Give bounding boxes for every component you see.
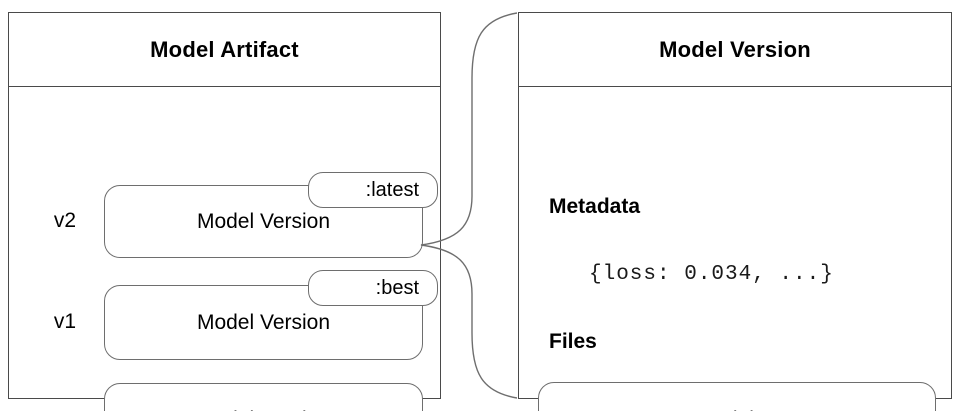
- metadata-value: {loss: 0.034, ...}: [589, 263, 834, 286]
- metadata-heading: Metadata: [549, 195, 641, 218]
- model-artifact-panel: Model Artifact v2 Model Version :latest …: [8, 12, 441, 411]
- model-version-box-v0: Model Version: [104, 383, 423, 411]
- model-version-body: Metadata {loss: 0.034, ...} Files model.…: [519, 87, 951, 411]
- alias-badge-latest: :latest: [308, 172, 438, 208]
- files-heading: Files: [549, 330, 597, 353]
- alias-badge-best: :best: [308, 270, 438, 306]
- model-version-header: Model Version: [519, 13, 951, 87]
- model-artifact-body: v2 Model Version :latest v1 Model Versio…: [9, 87, 440, 411]
- model-version-panel: Model Version Metadata {loss: 0.034, ...…: [518, 12, 952, 411]
- model-version-title: Model Version: [659, 36, 811, 62]
- version-label-v2: v2: [53, 209, 77, 232]
- file-box-model-pt: model.pt: [538, 382, 936, 411]
- version-label-v0: v0: [35, 398, 95, 411]
- model-artifact-header: Model Artifact: [9, 13, 440, 87]
- version-label-v1: v1: [53, 310, 77, 333]
- model-artifact-title: Model Artifact: [150, 36, 299, 62]
